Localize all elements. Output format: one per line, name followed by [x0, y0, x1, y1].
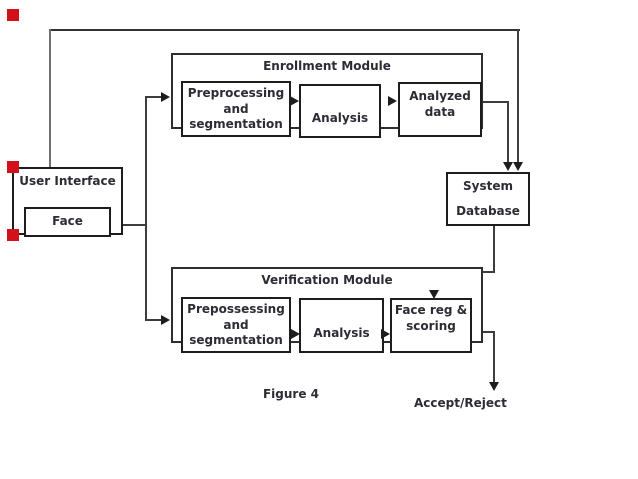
connector-user-interface-out	[122, 224, 147, 226]
system-database-label-line1: System	[463, 179, 513, 193]
arrowhead-into-enrollment	[161, 92, 170, 102]
red-square-decoration-middle	[7, 161, 19, 173]
red-square-decoration-bottom	[7, 229, 19, 241]
arrowhead-accept-reject	[489, 382, 499, 391]
face-label: Face	[52, 214, 83, 228]
face-reg-scoring-box: Face reg & scoring	[390, 298, 472, 353]
connector-analyzed-data-out	[482, 101, 509, 103]
analyzed-data-label: Analyzed data	[409, 89, 471, 119]
connector-accept-down	[493, 331, 495, 383]
arrowhead-into-verification	[161, 315, 170, 325]
connector-right-vertical-to-database	[517, 29, 519, 163]
red-square-decoration-top	[7, 9, 19, 21]
connector-into-verification	[145, 319, 162, 321]
arrowhead-analysis-analyzed	[388, 96, 397, 106]
arrowhead-into-database-left	[503, 162, 513, 171]
user-interface-label: User Interface	[19, 174, 116, 188]
accept-reject-label: Accept/Reject	[414, 396, 507, 410]
enrollment-preprocessing-label: Preprocessing and segmentation	[187, 86, 285, 131]
face-box: Face	[24, 207, 111, 237]
verification-module-title: Verification Module	[261, 273, 393, 287]
face-reg-scoring-label: Face reg & scoring	[394, 303, 468, 333]
connector-left-vertical-to-user-interface	[49, 29, 51, 168]
enrollment-module-title: Enrollment Module	[263, 59, 391, 73]
system-database-box: System Database	[446, 172, 530, 226]
arrowhead-into-database-right	[513, 162, 523, 171]
connector-facereg-out	[472, 331, 495, 333]
arrowhead-preprocessing-analysis	[290, 96, 299, 106]
connector-into-enrollment	[145, 96, 162, 98]
connector-database-down	[493, 225, 495, 273]
arrowhead-into-facereg	[429, 290, 439, 299]
verification-analysis-box: Analysis	[299, 298, 384, 353]
connector-top-horizontal	[50, 29, 520, 31]
analyzed-data-box: Analyzed data	[398, 82, 482, 137]
arrowhead-prepossessing-analysis	[291, 329, 300, 339]
enrollment-analysis-label: Analysis	[311, 111, 369, 125]
verification-prepossessing-box: Prepossessing and segmentation	[181, 297, 291, 353]
connector-analyzed-data-down	[507, 101, 509, 163]
figure-caption: Figure 4	[262, 387, 320, 401]
system-database-label-line2: Database	[456, 204, 520, 218]
enrollment-preprocessing-box: Preprocessing and segmentation	[181, 81, 291, 137]
arrowhead-analysis-facereg	[381, 329, 390, 339]
connector-trunk-vertical	[145, 96, 147, 321]
verification-analysis-label: Analysis	[313, 326, 370, 340]
enrollment-analysis-box: Analysis	[299, 84, 381, 138]
verification-prepossessing-label: Prepossessing and segmentation	[187, 302, 285, 347]
